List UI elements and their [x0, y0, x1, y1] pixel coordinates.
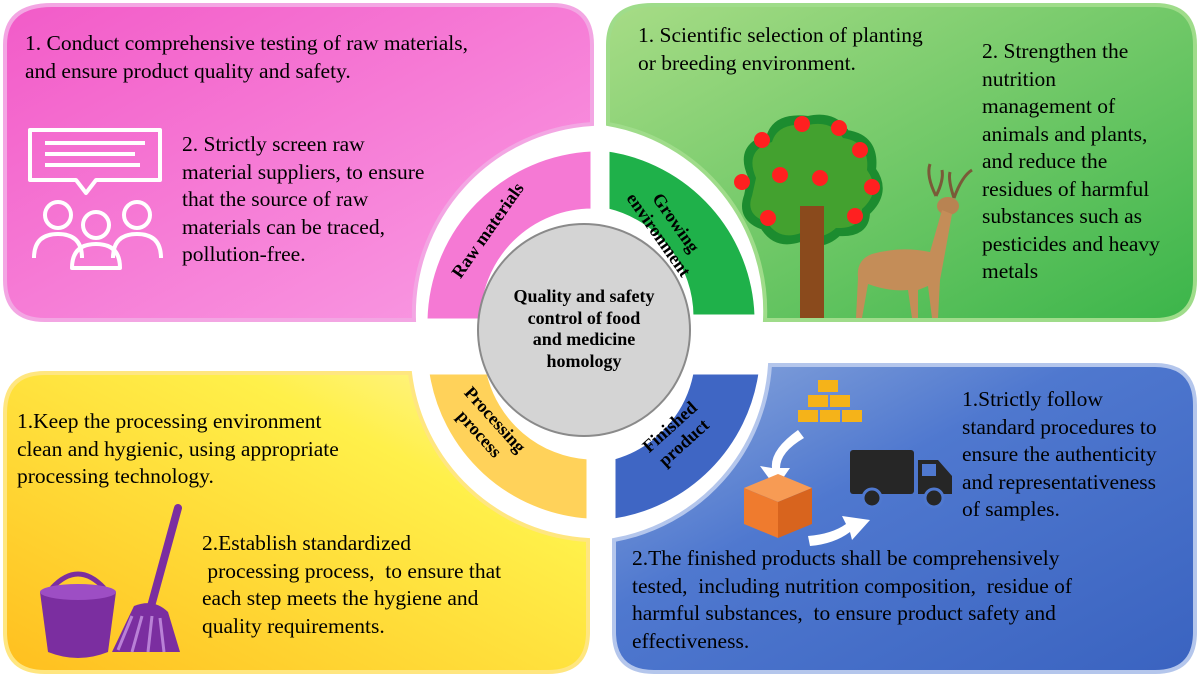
processing-process-point-2: 2.Establish standardized processing proc…	[202, 530, 501, 640]
bucket-icon	[40, 574, 116, 658]
growing-environment-point-1: 1. Scientific selection of planting or b…	[638, 22, 923, 77]
raw-materials-point-2: 2. Strictly screen raw material supplier…	[182, 131, 424, 269]
finished-product-point-2: 2.The finished products shall be compreh…	[632, 545, 1072, 655]
processing-process-point-1: 1.Keep the processing environment clean …	[17, 408, 339, 491]
growing-environment-point-2: 2. Strengthen the nutrition management o…	[982, 38, 1160, 286]
center-title: Quality and safety control of food and m…	[478, 256, 690, 402]
raw-materials-point-1: 1. Conduct comprehensive testing of raw …	[25, 30, 468, 85]
finished-product-point-1: 1.Strictly follow standard procedures to…	[962, 386, 1157, 524]
